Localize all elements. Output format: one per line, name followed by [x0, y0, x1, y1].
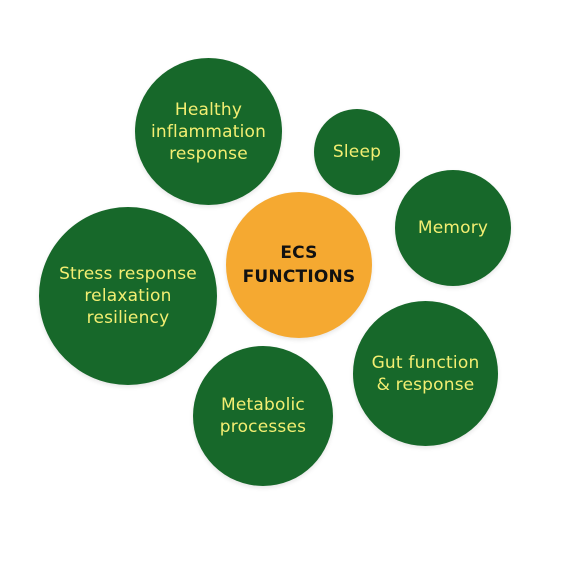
- node-sleep: Sleep: [314, 109, 400, 195]
- node-memory: Memory: [395, 170, 511, 286]
- node-metabolic-processes: Metabolic processes: [193, 346, 333, 486]
- node-healthy-inflammation-response: Healthy inflammation response: [135, 58, 282, 205]
- node-label: Metabolic processes: [219, 395, 307, 437]
- node-label: Healthy inflammation response: [150, 99, 267, 164]
- node-label: Gut function & response: [371, 352, 480, 395]
- node-label: Memory: [417, 218, 489, 238]
- center-node-ecs-functions: ECS FUNCTIONS: [226, 192, 372, 338]
- node-label: Stress response relaxation resiliency: [59, 264, 197, 328]
- node-stress-response: Stress response relaxation resiliency: [39, 207, 217, 385]
- center-node-label: ECS FUNCTIONS: [242, 243, 356, 287]
- node-gut-function: Gut function & response: [353, 301, 498, 446]
- node-label: Sleep: [332, 142, 382, 162]
